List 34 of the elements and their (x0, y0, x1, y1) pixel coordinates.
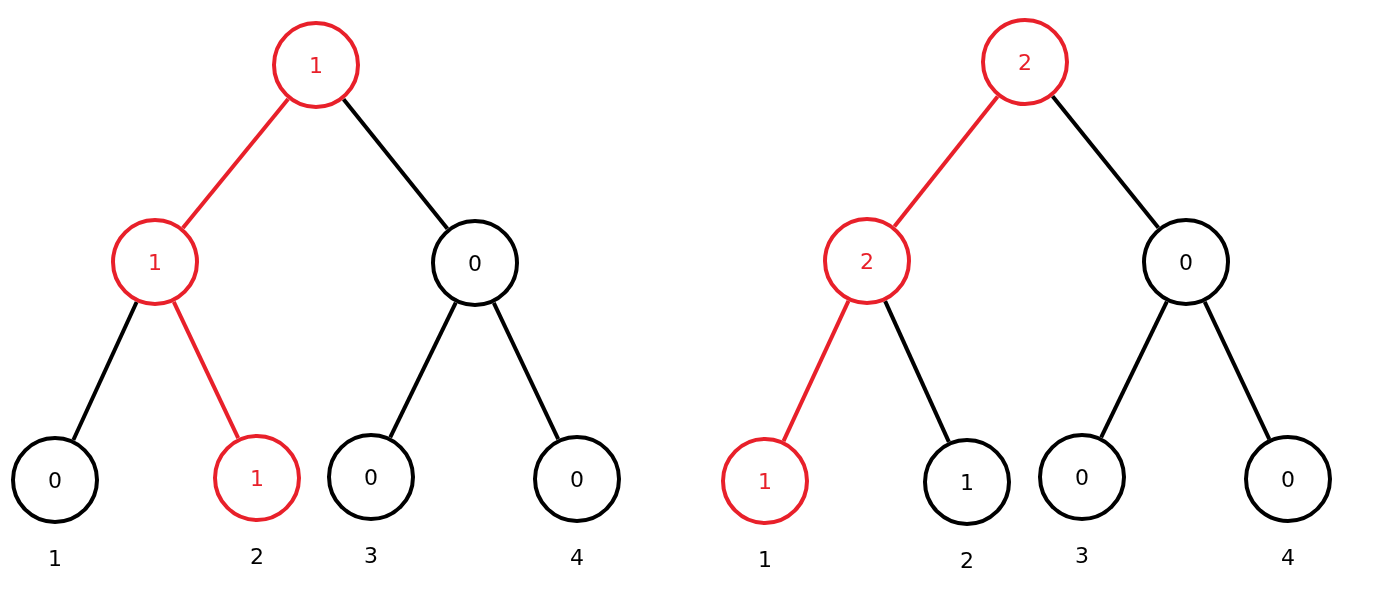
tree-edge (892, 95, 1000, 228)
tree-edge (492, 301, 560, 441)
tree-edge (1099, 300, 1169, 439)
leaf-index: 1 (48, 546, 62, 571)
node-value: 2 (1018, 49, 1032, 75)
node-value: 0 (468, 250, 482, 276)
leaf-index: 3 (1075, 543, 1089, 568)
node-value: 1 (960, 469, 974, 495)
leaf-index: 2 (250, 544, 264, 569)
leaf-index: 4 (570, 545, 584, 570)
node-value: 0 (1281, 466, 1295, 492)
tree-edge (172, 300, 240, 440)
node-value: 0 (48, 467, 62, 493)
tree-edge (781, 300, 851, 442)
node-value: 1 (148, 249, 162, 275)
node-value: 1 (758, 468, 772, 494)
node-value: 0 (1075, 464, 1089, 490)
leaf-index: 1 (758, 547, 772, 572)
node-value: 1 (250, 465, 264, 491)
node-value: 2 (860, 248, 874, 274)
tree-edge (181, 97, 290, 230)
node-value: 0 (1179, 249, 1193, 275)
leaf-index: 3 (364, 543, 378, 568)
tree-edge (883, 300, 951, 443)
tree-edge (1202, 300, 1272, 441)
tree-edge (71, 301, 139, 441)
tree-edge (1051, 95, 1160, 229)
leaf-index: 4 (1281, 545, 1295, 570)
node-value: 1 (309, 52, 323, 78)
leaf-index: 2 (960, 548, 974, 573)
tree-edge (342, 98, 449, 230)
tree-edge (388, 301, 458, 439)
node-value: 0 (570, 466, 584, 492)
node-value: 0 (364, 464, 378, 490)
